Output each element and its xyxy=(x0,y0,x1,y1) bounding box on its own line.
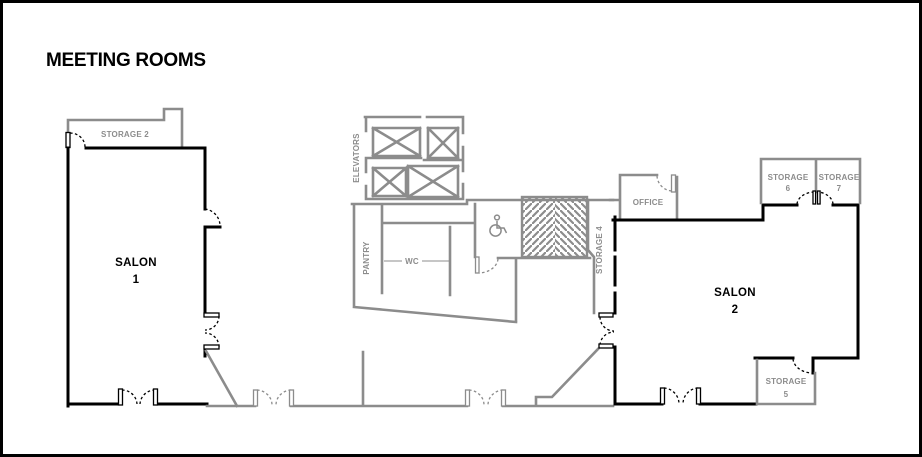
page-title: MEETING ROOMS xyxy=(46,50,206,71)
salon-2-label: SALON xyxy=(714,287,756,299)
wheelchair-icon xyxy=(489,214,508,237)
wc-label: WC xyxy=(405,257,419,266)
storage-2-label: STORAGE 2 xyxy=(101,130,149,139)
storage-4-label: STORAGE 4 xyxy=(595,226,604,274)
door-arc xyxy=(69,132,86,148)
door-leaf xyxy=(464,389,471,407)
pantry-label: PANTRY xyxy=(362,241,371,275)
door-leaf xyxy=(695,387,702,405)
lobby-walls xyxy=(204,347,615,408)
door-leaf xyxy=(670,174,677,193)
salon-1-label: SALON xyxy=(115,257,157,269)
wall-segment xyxy=(759,157,862,205)
storage-5-number: 5 xyxy=(784,390,789,399)
door-leaf xyxy=(65,131,71,149)
wall-segment xyxy=(204,347,615,408)
storage-6-number: 6 xyxy=(786,184,791,193)
storage-7-number: 7 xyxy=(837,184,842,193)
door-leaf xyxy=(598,343,614,349)
door-arc xyxy=(256,389,504,406)
room-office: OFFICE xyxy=(608,173,679,220)
door-leaf xyxy=(252,389,259,407)
rooms-storage-6-7: STORAGE 6 STORAGE 7 xyxy=(759,157,862,205)
door-leaf xyxy=(203,312,220,318)
storage-5-label: STORAGE xyxy=(766,377,807,386)
room-salon-1: SALON 1 xyxy=(66,146,222,408)
wall-segment xyxy=(363,115,465,201)
wall-segment xyxy=(586,198,596,315)
door-leaf xyxy=(288,389,295,407)
storage-6-label: STORAGE xyxy=(768,173,809,182)
door-arc xyxy=(478,258,499,274)
salon-1-number: 1 xyxy=(133,274,140,286)
door-leaf xyxy=(598,312,614,318)
door-leaf xyxy=(659,387,666,405)
elevator-bank: ELEVATORS xyxy=(352,115,465,201)
office-label: OFFICE xyxy=(633,198,664,207)
storage-7-label: STORAGE xyxy=(819,173,860,182)
stairs-hatch-left xyxy=(522,197,555,257)
wheelchair-wheel xyxy=(489,224,502,237)
door-leaf xyxy=(812,190,817,205)
door-arc xyxy=(121,208,221,405)
stairs-area xyxy=(520,195,589,259)
door-leaf xyxy=(203,344,220,350)
door-leaf xyxy=(474,256,480,274)
wall-segment xyxy=(66,146,222,408)
door-arc xyxy=(796,191,834,205)
elevators-label: ELEVATORS xyxy=(352,133,361,183)
door-leaf xyxy=(500,389,507,407)
room-salon-2: SALON 2 xyxy=(598,203,860,406)
stairs-hatch-right xyxy=(555,197,587,257)
salon-2-number: 2 xyxy=(732,304,739,316)
room-storage-4: STORAGE 4 xyxy=(586,198,604,315)
door-leaf xyxy=(152,388,159,406)
room-storage-2: STORAGE 2 xyxy=(65,107,184,149)
wall-segment xyxy=(66,107,184,148)
door-leaf xyxy=(117,388,124,406)
elevator-car-symbols xyxy=(371,126,460,199)
door-arc xyxy=(656,175,673,192)
wall-segment xyxy=(611,203,860,406)
room-storage-5: STORAGE 5 xyxy=(755,358,817,406)
door-arc xyxy=(599,316,813,405)
room-pantry-wc: PANTRY WC xyxy=(350,198,615,324)
wall-segment xyxy=(608,173,679,220)
wheelchair-head xyxy=(493,214,501,221)
door-leaf xyxy=(816,190,821,205)
wall-segment xyxy=(755,358,817,406)
